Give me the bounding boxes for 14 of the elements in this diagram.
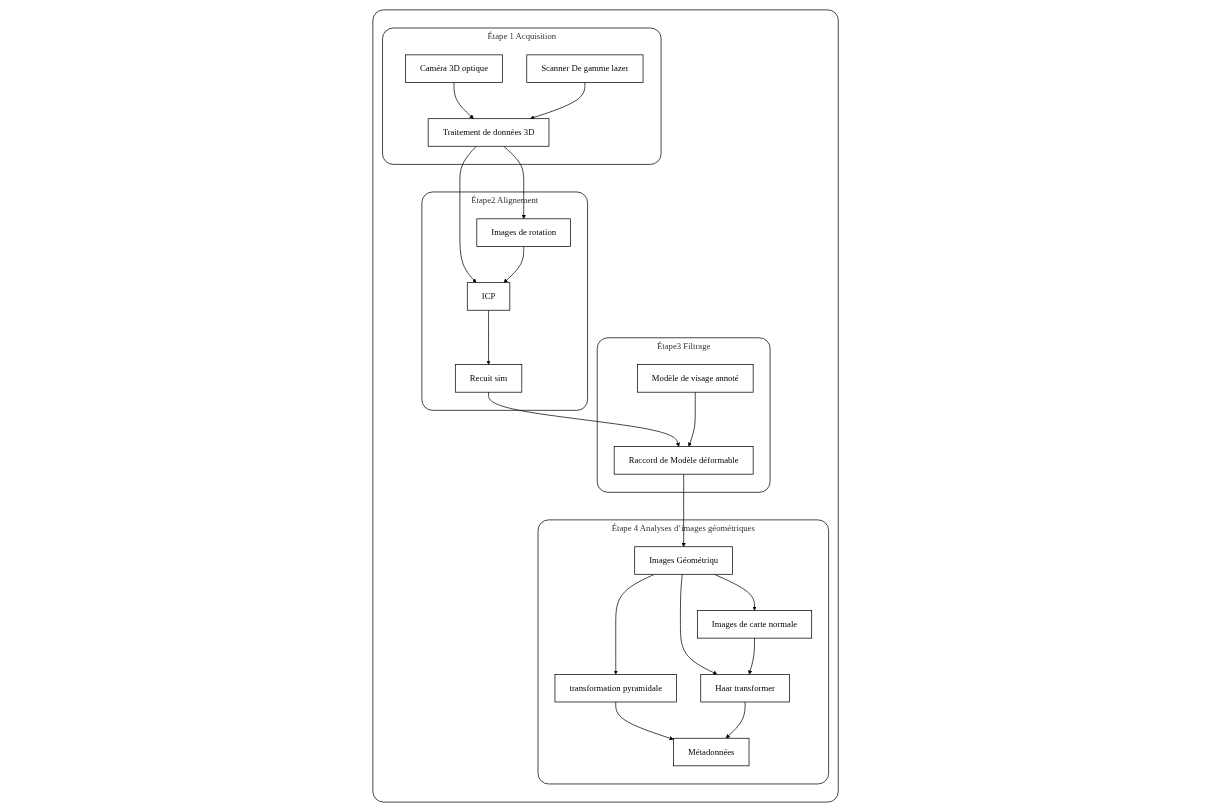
- node-box: Images de rotation: [476, 217, 572, 247]
- node-box: Images Géométriqu: [634, 545, 734, 575]
- cluster: [372, 9, 840, 802]
- node-box: Recuit sim: [455, 363, 523, 393]
- node-box: Haar transformer: [700, 673, 791, 702]
- node-box: ICP: [467, 281, 511, 311]
- node-box: transformation pyramidale: [555, 673, 678, 702]
- node-box: Caméra 3D optique: [405, 54, 504, 83]
- node-box: Traitement de données 3D: [428, 117, 550, 147]
- node-box: Raccord de Modèle déformable: [614, 445, 754, 475]
- node-box: Modèle de visage annoté: [637, 363, 754, 393]
- node-box: Scanner De gamme lazer: [526, 54, 644, 83]
- node-box: Métadonnées: [673, 737, 750, 766]
- node-box: Images de carte normale: [697, 609, 813, 639]
